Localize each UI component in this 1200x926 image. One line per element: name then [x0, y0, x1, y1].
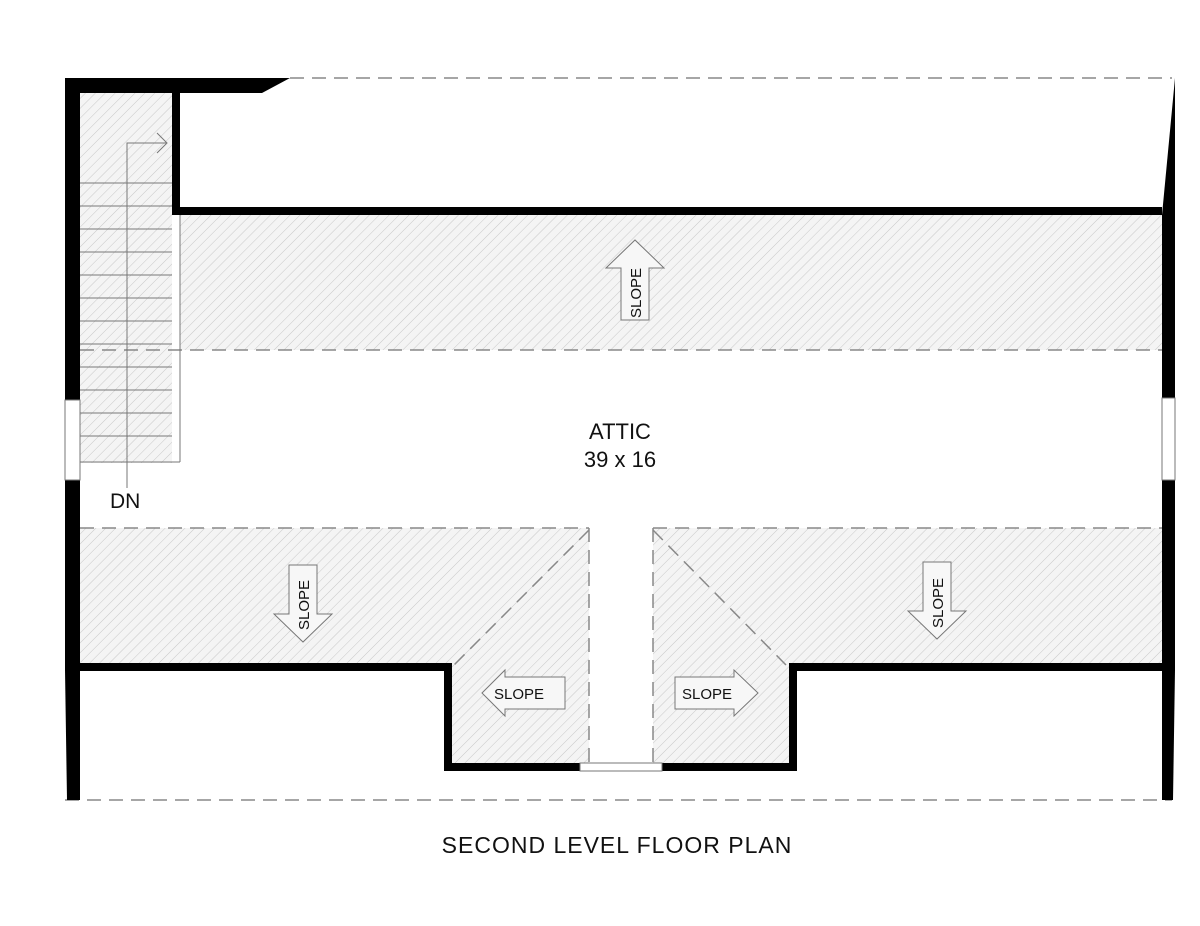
slope-arrow-dormer-right: SLOPE [674, 668, 759, 718]
stairs [80, 132, 181, 488]
slope-arrow-dormer-left: SLOPE [481, 668, 566, 718]
room-name: ATTIC [589, 419, 651, 444]
window-left [64, 399, 81, 481]
window-right [1161, 397, 1176, 481]
svg-text:SLOPE: SLOPE [628, 268, 645, 318]
stair-direction-arrow [126, 142, 166, 488]
stair-down-label: DN [110, 490, 140, 513]
slope-arrow-bottom-left: SLOPE [272, 564, 334, 643]
svg-text:SLOPE: SLOPE [494, 686, 544, 703]
svg-text:SLOPE: SLOPE [682, 686, 732, 703]
roof-outline-dashed [65, 77, 1172, 801]
svg-text:SLOPE: SLOPE [296, 580, 313, 630]
room-dimensions: 39 x 16 [584, 447, 656, 472]
walls [65, 78, 1175, 800]
svg-text:SLOPE: SLOPE [930, 578, 947, 628]
window-bottom [579, 762, 663, 772]
slope-arrow-bottom-right: SLOPE [906, 561, 968, 640]
plan-title: SECOND LEVEL FLOOR PLAN [442, 832, 793, 858]
slope-arrow-top: SLOPE [604, 239, 666, 321]
